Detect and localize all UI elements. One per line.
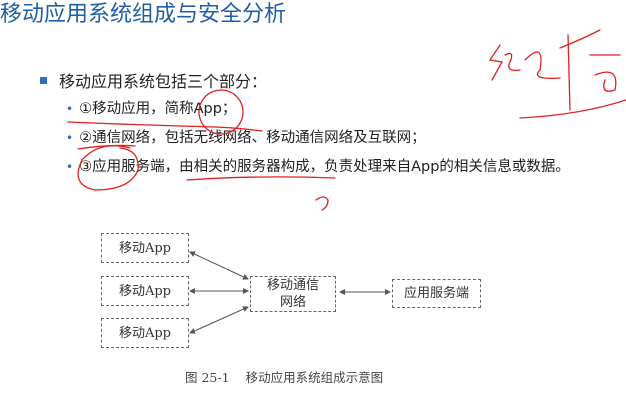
underline-mark (186, 176, 336, 181)
app-box-1: 移动App (101, 233, 189, 263)
network-box: 移动通信网络 (250, 276, 336, 312)
server-box: 应用服务端 (392, 279, 481, 308)
main-bullet-text: 移动应用系统包括三个部分： (59, 72, 268, 91)
sub-bullet-2: • ②通信网络，包括无线网络、移动通信网络及互联网； (66, 126, 426, 147)
sub-bullet-text: ③应用服务端，由相关的服务器构成，负责处理来自App的相关信息或数据。 (79, 159, 570, 175)
circle-mark (77, 145, 139, 191)
circle-mark (198, 89, 244, 135)
sub-bullet-text: ②通信网络，包括无线网络、移动通信网络及互联网； (79, 130, 426, 146)
dot-bullet-icon: • (66, 160, 74, 174)
arrow-app3-network (189, 306, 249, 334)
sub-bullet-1: • ①移动应用，简称App； (66, 97, 236, 118)
sub-bullet-3: • ③应用服务端，由相关的服务器构成，负责处理来自App的相关信息或数据。 (66, 155, 570, 176)
arrow-app1-network (189, 251, 249, 280)
app-box-2: 移动App (101, 276, 189, 306)
underline-mark (67, 121, 263, 132)
caption-number: 图 25-1 (185, 370, 230, 385)
dot-bullet-icon: • (66, 102, 74, 116)
page-title: 移动应用系统组成与安全分析 (0, 2, 287, 27)
handwriting (488, 29, 626, 119)
question-mark (315, 196, 329, 211)
figure-caption: 图 25-1 移动应用系统组成示意图 (185, 367, 399, 386)
caption-text: 移动应用系统组成示意图 (245, 370, 384, 385)
sub-bullet-text: ①移动应用，简称App； (79, 101, 237, 117)
dot-bullet-icon: • (66, 131, 74, 145)
app-box-3: 移动App (101, 318, 189, 348)
main-bullet: 移动应用系统包括三个部分： (40, 68, 267, 92)
square-bullet-icon (40, 77, 47, 84)
